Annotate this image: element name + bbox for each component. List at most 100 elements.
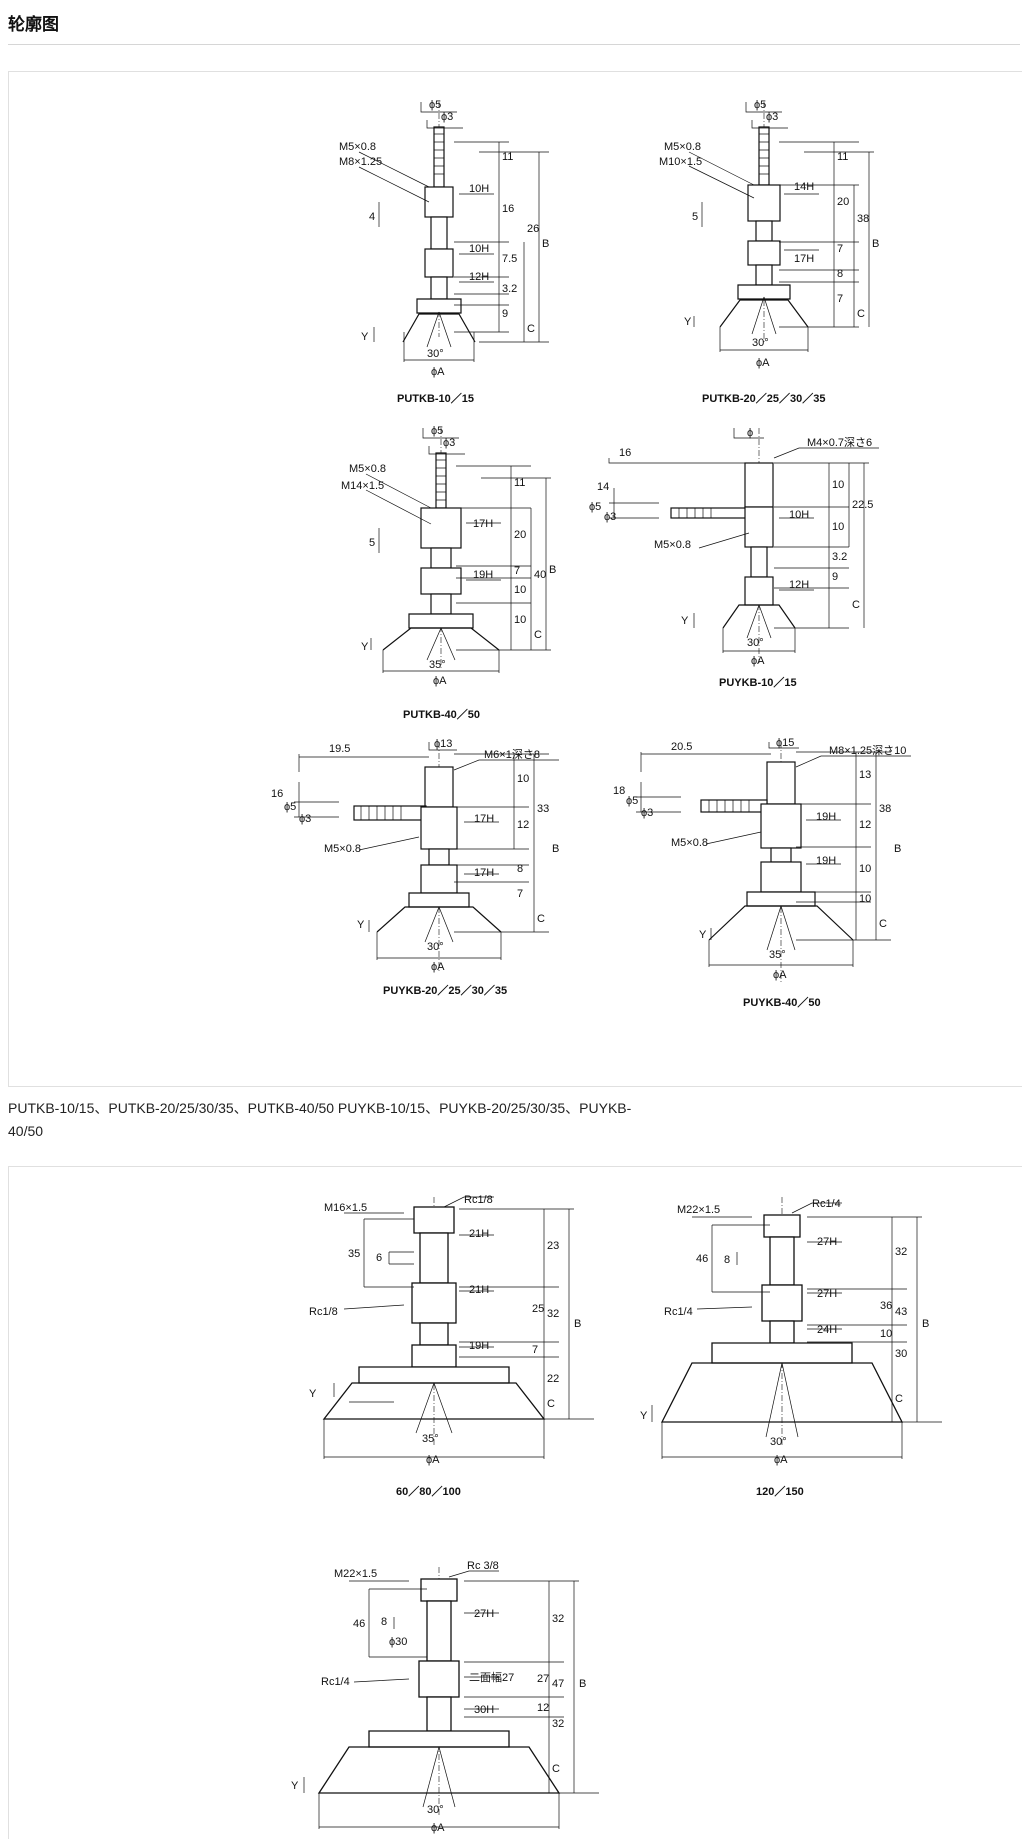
dim-25: 25 bbox=[532, 1303, 544, 1315]
dim-y: Y bbox=[361, 331, 369, 343]
label-rc14-b: Rc1/4 bbox=[664, 1306, 693, 1318]
label-m6: M6×1深さ8 bbox=[484, 748, 540, 761]
drawing-putkb-10-15: ϕ5 ϕ3 M5×0.8 M8×1.25 10H 10H 12H 11 16 2… bbox=[339, 99, 549, 405]
dim-20: 20 bbox=[837, 196, 849, 208]
models-caption: PUTKB-10/15、PUTKB-20/25/30/35、PUTKB-40/5… bbox=[8, 1100, 632, 1139]
label-angle: 30° bbox=[747, 637, 764, 649]
label-phi5: ϕ5 bbox=[431, 425, 443, 437]
dim-7b: 7 bbox=[837, 293, 843, 305]
dim-10b: 10 bbox=[514, 614, 526, 626]
drawing-putkb-20-35: ϕ5 ϕ3 M5×0.8 M10×1.5 14H 17H 11 20 7 8 3… bbox=[659, 99, 879, 405]
label-rc14: Rc1/4 bbox=[321, 1676, 350, 1688]
dim-c: C bbox=[852, 599, 860, 611]
label-phia: ϕA bbox=[431, 961, 445, 973]
dim-c: C bbox=[527, 323, 535, 335]
label-21h-a: 21H bbox=[469, 1228, 489, 1240]
drawing-putkb-40-50: ϕ5 ϕ3 M5×0.8 M14×1.5 17H 19H 11 20 7 10 … bbox=[341, 425, 556, 721]
drawing-caption: PUTKB-20／25／30／35 bbox=[702, 392, 826, 405]
label-27h: 27H bbox=[474, 1608, 494, 1620]
label-phi3: ϕ3 bbox=[299, 813, 311, 825]
drawing-caption: PUTKB-10／15 bbox=[397, 392, 474, 405]
dim-b: B bbox=[552, 843, 559, 855]
drawing-puykb-10-15: 16 ϕ M4×0.7深さ6 14 ϕ5 ϕ3 10H M5×0.8 10 10… bbox=[589, 427, 879, 689]
dim-7-5: 7.5 bbox=[502, 253, 517, 265]
label-angle: 35° bbox=[429, 659, 446, 671]
drawing-caption: PUYKB-40／50 bbox=[743, 996, 821, 1009]
label-face-width: 二面幅27 bbox=[469, 1671, 514, 1684]
label-phi: ϕ bbox=[747, 427, 753, 439]
label-phia: ϕA bbox=[431, 1822, 445, 1834]
dim-3-2: 3.2 bbox=[832, 551, 847, 563]
dim-10: 10 bbox=[880, 1328, 892, 1340]
label-m5: M5×0.8 bbox=[339, 141, 376, 153]
label-19h-a: 19H bbox=[816, 811, 836, 823]
dim-y: Y bbox=[309, 1388, 317, 1400]
drawing-caption: PUTKB-40／50 bbox=[403, 708, 480, 721]
dim-10a: 10 bbox=[514, 584, 526, 596]
label-10h-a: 10H bbox=[469, 183, 489, 195]
dim-8: 8 bbox=[381, 1616, 387, 1628]
label-angle: 35° bbox=[422, 1433, 439, 1445]
label-m5: M5×0.8 bbox=[654, 539, 691, 551]
label-angle: 35° bbox=[769, 949, 786, 961]
dim-b: B bbox=[579, 1678, 586, 1690]
dim-16: 16 bbox=[619, 447, 631, 459]
dim-11: 11 bbox=[514, 477, 525, 489]
dim-b: B bbox=[549, 564, 556, 576]
label-phi3: ϕ3 bbox=[641, 807, 653, 819]
diagram-panel-2: .o2{fill:none;stroke:#111;stroke-width:1… bbox=[8, 1166, 1022, 1839]
label-10h: 10H bbox=[789, 509, 809, 521]
dim-b: B bbox=[894, 843, 901, 855]
dim-y: Y bbox=[681, 615, 689, 627]
label-12h: 12H bbox=[469, 271, 489, 283]
dim-c: C bbox=[534, 629, 542, 641]
label-phi13: ϕ13 bbox=[434, 738, 452, 750]
label-angle: 30° bbox=[770, 1436, 787, 1448]
label-phia: ϕA bbox=[773, 969, 787, 981]
dim-35: 35 bbox=[348, 1248, 360, 1260]
dim-40: 40 bbox=[534, 569, 546, 581]
drawing-caption: PUYKB-10／15 bbox=[719, 676, 797, 689]
label-m4: M4×0.7深さ6 bbox=[807, 436, 872, 449]
dim-10b: 10 bbox=[832, 521, 844, 533]
label-angle: 30° bbox=[427, 348, 444, 360]
label-14h: 14H bbox=[794, 181, 814, 193]
dim-22-5: 22.5 bbox=[852, 499, 873, 511]
dim-12: 12 bbox=[537, 1702, 549, 1714]
label-12h: 12H bbox=[789, 579, 809, 591]
dim-5: 5 bbox=[369, 537, 375, 549]
drawing-caption: 60／80／100 bbox=[396, 1485, 461, 1498]
diagram-panel-1-svg: .o{fill:none;stroke:#111;stroke-width:1.… bbox=[271, 99, 911, 1009]
dim-46: 46 bbox=[696, 1253, 708, 1265]
label-phia: ϕA bbox=[433, 675, 447, 687]
label-rc14-a: Rc1/4 bbox=[812, 1198, 841, 1210]
drawing-120-150: M22×1.5 Rc1/4 46 8 27H 27H Rc1/4 24H 32 … bbox=[640, 1197, 942, 1498]
dim-3-2: 3.2 bbox=[502, 283, 517, 295]
label-phia: ϕA bbox=[774, 1454, 788, 1466]
dim-9: 9 bbox=[832, 571, 838, 583]
dim-10: 10 bbox=[517, 773, 529, 785]
diagram-panel-2-svg: .o2{fill:none;stroke:#111;stroke-width:1… bbox=[291, 1194, 942, 1834]
title-divider bbox=[8, 44, 1020, 45]
label-phi5: ϕ5 bbox=[429, 99, 441, 111]
dim-20: 20 bbox=[514, 529, 526, 541]
dim-32b: 32 bbox=[552, 1718, 564, 1730]
dim-7a: 7 bbox=[837, 243, 843, 255]
dim-c: C bbox=[537, 913, 545, 925]
dim-19-5: 19.5 bbox=[329, 743, 350, 755]
dim-18: 18 bbox=[613, 785, 625, 797]
label-phi3: ϕ3 bbox=[441, 111, 453, 123]
dim-6: 6 bbox=[376, 1252, 382, 1264]
dim-10a: 10 bbox=[832, 479, 844, 491]
label-m14: M14×1.5 bbox=[341, 480, 384, 492]
label-27h-b: 27H bbox=[817, 1288, 837, 1300]
dim-11: 11 bbox=[502, 151, 513, 163]
label-m8: M8×1.25深さ10 bbox=[829, 744, 906, 757]
dim-46: 46 bbox=[353, 1618, 365, 1630]
dim-23: 23 bbox=[547, 1240, 559, 1252]
dim-38: 38 bbox=[879, 803, 891, 815]
label-m22: M22×1.5 bbox=[677, 1204, 720, 1216]
dim-y: Y bbox=[699, 929, 707, 941]
page-title: 轮廓图 bbox=[8, 15, 59, 35]
dim-b: B bbox=[542, 238, 549, 250]
